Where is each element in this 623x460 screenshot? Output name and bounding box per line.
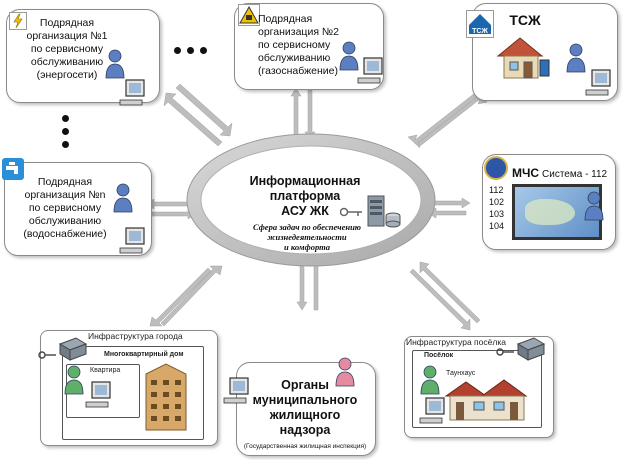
more-orgs-vertical [62, 115, 70, 155]
more-orgs-horizontal [174, 47, 214, 55]
village-server-icon [516, 337, 546, 361]
townhouse-label: Таунхаус [446, 370, 476, 377]
arrow-city [149, 265, 223, 327]
building-label: Многоквартирный дом [104, 351, 184, 358]
tszh-logo: ТСЖ [466, 10, 494, 38]
city-key-icon [38, 351, 56, 359]
org2-text: Подрядная организация №2 по сервисному о… [258, 13, 340, 77]
key-icon [340, 207, 362, 217]
mchs-map-monitor [512, 184, 602, 240]
tszh-title: ТСЖ [509, 12, 541, 28]
apartment-label: Квартира [90, 367, 121, 374]
orgn-text: Подрядная организация №n по сервисному о… [23, 176, 107, 240]
arrow-org2 [290, 87, 316, 141]
arrow-village [409, 261, 481, 331]
arrow-tszh [407, 90, 488, 149]
village-infra-label: Инфраструктура посёлка [406, 337, 506, 347]
center-title: Информационная платформа АСУ ЖК [249, 174, 361, 218]
tszh-logo-text: ТСЖ [472, 28, 488, 35]
mchs-numbers: 112 102 103 104 [489, 185, 505, 231]
gov-title: Органы муниципального жилищного надзора [252, 378, 358, 437]
arrow-org1 [163, 83, 233, 147]
townhouse-icon [444, 379, 528, 421]
gov-note: (Государственная жилищная инспекция) [243, 443, 367, 450]
server-icon [367, 195, 401, 228]
lightning-icon [9, 12, 27, 30]
center-subtitle: Сфера задач по обеспечению жизнедеятельн… [252, 222, 362, 252]
village-key-icon [496, 348, 514, 356]
mchs-title: МЧС Система - 112 [512, 166, 608, 181]
city-server-icon [58, 337, 88, 361]
org1-text: Подрядная организация №1 по сервисному о… [26, 17, 108, 81]
house-icon [496, 37, 550, 79]
city-infra-label: Инфраструктура города [88, 331, 183, 341]
water-tap-icon [2, 158, 24, 180]
gas-warning-icon [238, 4, 260, 26]
mchs-emblem-icon [484, 156, 508, 180]
village-label: Посёлок [424, 352, 454, 359]
apartment-building-icon [145, 363, 187, 431]
